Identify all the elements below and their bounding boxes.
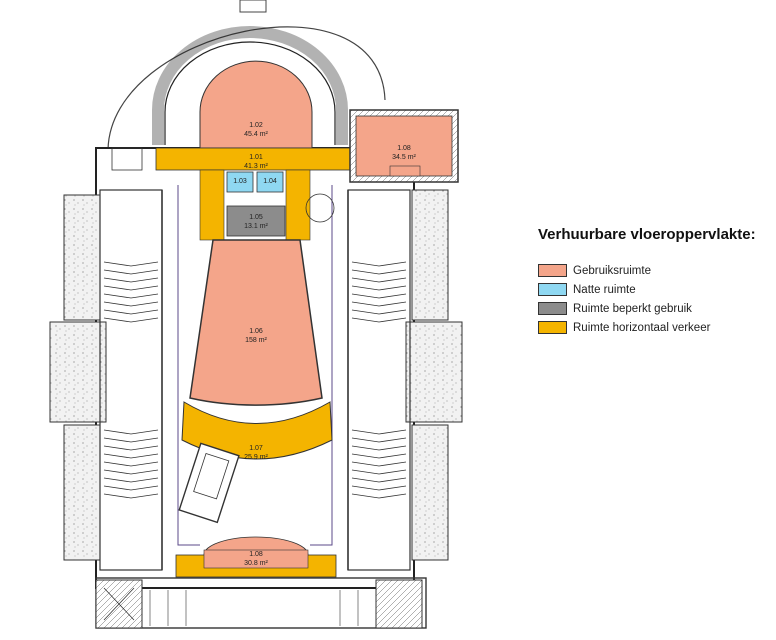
legend-label: Ruimte horizontaal verkeer — [573, 321, 711, 334]
tower-bottom-right — [375, 579, 423, 629]
stair-step — [103, 493, 159, 499]
room-1-03 — [226, 171, 254, 193]
spiral-stair — [305, 193, 335, 223]
legend-label: Ruimte beperkt gebruik — [573, 302, 692, 315]
stair-step — [103, 477, 159, 483]
stair-step — [351, 309, 407, 315]
room-area-1-08: 34.5 m² — [392, 154, 416, 161]
stair-zigzags — [103, 261, 407, 499]
stair-step — [351, 261, 407, 267]
legend-label: Gebruiksruimte — [573, 264, 651, 277]
right-wall-mass-top — [411, 189, 449, 321]
room-area-1-05: 13.1 m² — [244, 223, 268, 230]
left-wall-mass-top — [63, 194, 101, 321]
legend-item-ruimte-horizontaal-verkeer: Ruimte horizontaal verkeer — [538, 318, 768, 337]
legend-swatch — [538, 264, 567, 277]
room-label-1-04: 1.04 — [263, 178, 277, 185]
stair-step — [103, 293, 159, 299]
stair-top-left — [111, 147, 143, 171]
stair-step — [351, 301, 407, 307]
legend: Verhuurbare vloeroppervlakte: Gebruiksru… — [538, 226, 768, 337]
inner-hall-wall — [177, 185, 333, 546]
stair-step — [351, 269, 407, 275]
room-area-1-08: 30.8 m² — [244, 560, 268, 567]
room-label-1-08: 1.08 — [397, 145, 411, 152]
left-wall-mass-bottom — [63, 424, 101, 561]
room-label-1-08: 1.08 — [249, 551, 263, 558]
stair-step — [103, 453, 159, 459]
stair-step — [351, 485, 407, 491]
room-label-1-05: 1.05 — [249, 214, 263, 221]
stair-step — [103, 461, 159, 467]
stair-step — [103, 301, 159, 307]
rotated-stair — [178, 442, 240, 524]
room-1-05 — [226, 205, 286, 237]
stair-step — [351, 293, 407, 299]
room-label-1-03: 1.03 — [233, 178, 247, 185]
stair-step — [103, 285, 159, 291]
stair-step — [103, 437, 159, 443]
legend-label: Natte ruimte — [573, 283, 636, 296]
room-area-1-02: 45.4 m² — [244, 131, 268, 138]
legend-item-natte-ruimte: Natte ruimte — [538, 280, 768, 299]
stair-step — [103, 269, 159, 275]
stair-step — [351, 437, 407, 443]
stair-step — [351, 285, 407, 291]
stair-step — [351, 493, 407, 499]
stair-step — [351, 317, 407, 323]
stair-step — [351, 453, 407, 459]
right-wall-mass-bottom — [411, 424, 449, 561]
stair-step — [103, 445, 159, 451]
room-area-1-07: 25.9 m² — [244, 454, 268, 461]
stair-step — [103, 277, 159, 283]
room-label-1-07: 1.07 — [249, 445, 263, 452]
room-label-1-06: 1.06 — [249, 328, 263, 335]
stair-step — [351, 429, 407, 435]
legend-item-ruimte-beperkt-gebruik: Ruimte beperkt gebruik — [538, 299, 768, 318]
room-1-06 — [189, 239, 323, 406]
stair-step — [103, 261, 159, 267]
stair-step — [103, 309, 159, 315]
room-1-04 — [256, 171, 284, 193]
stair-step — [351, 277, 407, 283]
stair-step — [103, 429, 159, 435]
left-wall-mass-mid — [49, 321, 107, 423]
stair-step — [351, 477, 407, 483]
stair-step — [103, 469, 159, 475]
room-area-1-01: 41.3 m² — [244, 163, 268, 170]
stair-step — [103, 485, 159, 491]
stair-step — [351, 461, 407, 467]
room-label-1-01: 1.01 — [249, 154, 263, 161]
apse-wall — [152, 26, 348, 145]
room-area-1-06: 158 m² — [245, 337, 267, 344]
stair-step — [351, 445, 407, 451]
legend-item-gebruiksruimte: Gebruiksruimte — [538, 261, 768, 280]
legend-swatch — [538, 283, 567, 296]
legend-swatch — [538, 302, 567, 315]
room-1-02 — [199, 60, 313, 149]
stair-step — [103, 317, 159, 323]
top-entrance — [239, 0, 267, 13]
room-labels: 1.02 45.4 m² 1.01 41.3 m² 1.08 34.5 m² 1.03 1.0… — [233, 122, 416, 567]
legend-title: Verhuurbare vloeroppervlakte: — [538, 226, 756, 243]
room-label-1-02: 1.02 — [249, 122, 263, 129]
stair-step — [351, 469, 407, 475]
apse-outer-arc — [107, 26, 386, 151]
right-wall-mass-mid — [405, 321, 463, 423]
legend-swatch — [538, 321, 567, 334]
